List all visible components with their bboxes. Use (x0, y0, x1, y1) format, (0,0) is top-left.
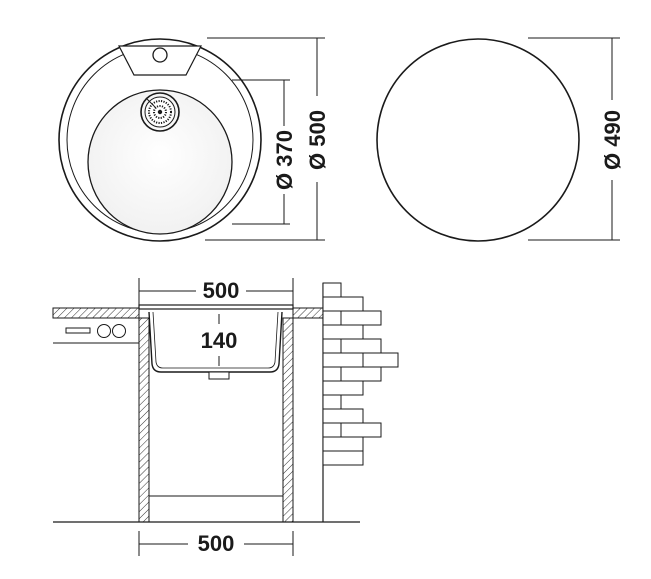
brick (322, 324, 364, 340)
brick (322, 422, 342, 438)
drain-outlet-icon (208, 371, 230, 380)
brick (322, 394, 342, 410)
brick (322, 338, 342, 354)
faucet-hole (152, 47, 168, 63)
bowl-edge (87, 89, 233, 235)
brick (322, 366, 342, 382)
countertop-left-section (52, 307, 140, 319)
brick (322, 436, 364, 452)
cutout-dimension: Ø 490 (528, 37, 625, 241)
cabinet-left-wall (138, 317, 150, 523)
inner-bowl-dimension: Ø 370 (232, 79, 297, 225)
depth-label: 140 (201, 328, 238, 353)
brick (322, 282, 342, 298)
brick (322, 352, 364, 368)
bottom-width-label: 500 (198, 531, 235, 556)
countertop (52, 304, 324, 344)
sink-bowl-profile (148, 311, 283, 380)
stove-knob-icon (97, 324, 111, 338)
cutout-view: Ø 490 (376, 37, 625, 242)
brick (340, 422, 382, 438)
countertop-right-section (292, 307, 324, 319)
outer-sink-diameter-label: Ø 500 (305, 110, 330, 170)
top-width-dimension: 500 (138, 278, 294, 306)
brick (322, 450, 364, 466)
inner-bowl-diameter-label: Ø 370 (272, 130, 297, 190)
cutout-diameter-label: Ø 490 (600, 110, 625, 170)
side-view: 500 (52, 278, 399, 556)
stove-knob-icon (112, 324, 126, 338)
brick (322, 380, 364, 396)
brick (362, 352, 399, 368)
sink-outer-rim (58, 38, 262, 242)
faucet-deck (118, 45, 202, 76)
top-view: Ø 370 Ø 500 (58, 37, 330, 242)
brick (322, 296, 364, 312)
brick (340, 310, 382, 326)
cabinet (53, 317, 360, 523)
brick (340, 366, 382, 382)
brick (322, 310, 342, 326)
bottom-width-dimension: 500 (138, 531, 294, 556)
sink-flange (138, 304, 294, 310)
cabinet-right-wall (282, 317, 294, 523)
brick (322, 408, 364, 424)
drain-strainer-icon (140, 92, 180, 132)
outer-sink-dimension: Ø 500 (205, 37, 330, 241)
depth-dimension: 140 (201, 314, 238, 366)
stove-controls (65, 324, 126, 338)
cutout-circle (376, 38, 580, 242)
brick-wall (322, 282, 399, 522)
brick (340, 338, 382, 354)
stove-handle-icon (65, 327, 91, 334)
top-width-label: 500 (203, 278, 240, 303)
